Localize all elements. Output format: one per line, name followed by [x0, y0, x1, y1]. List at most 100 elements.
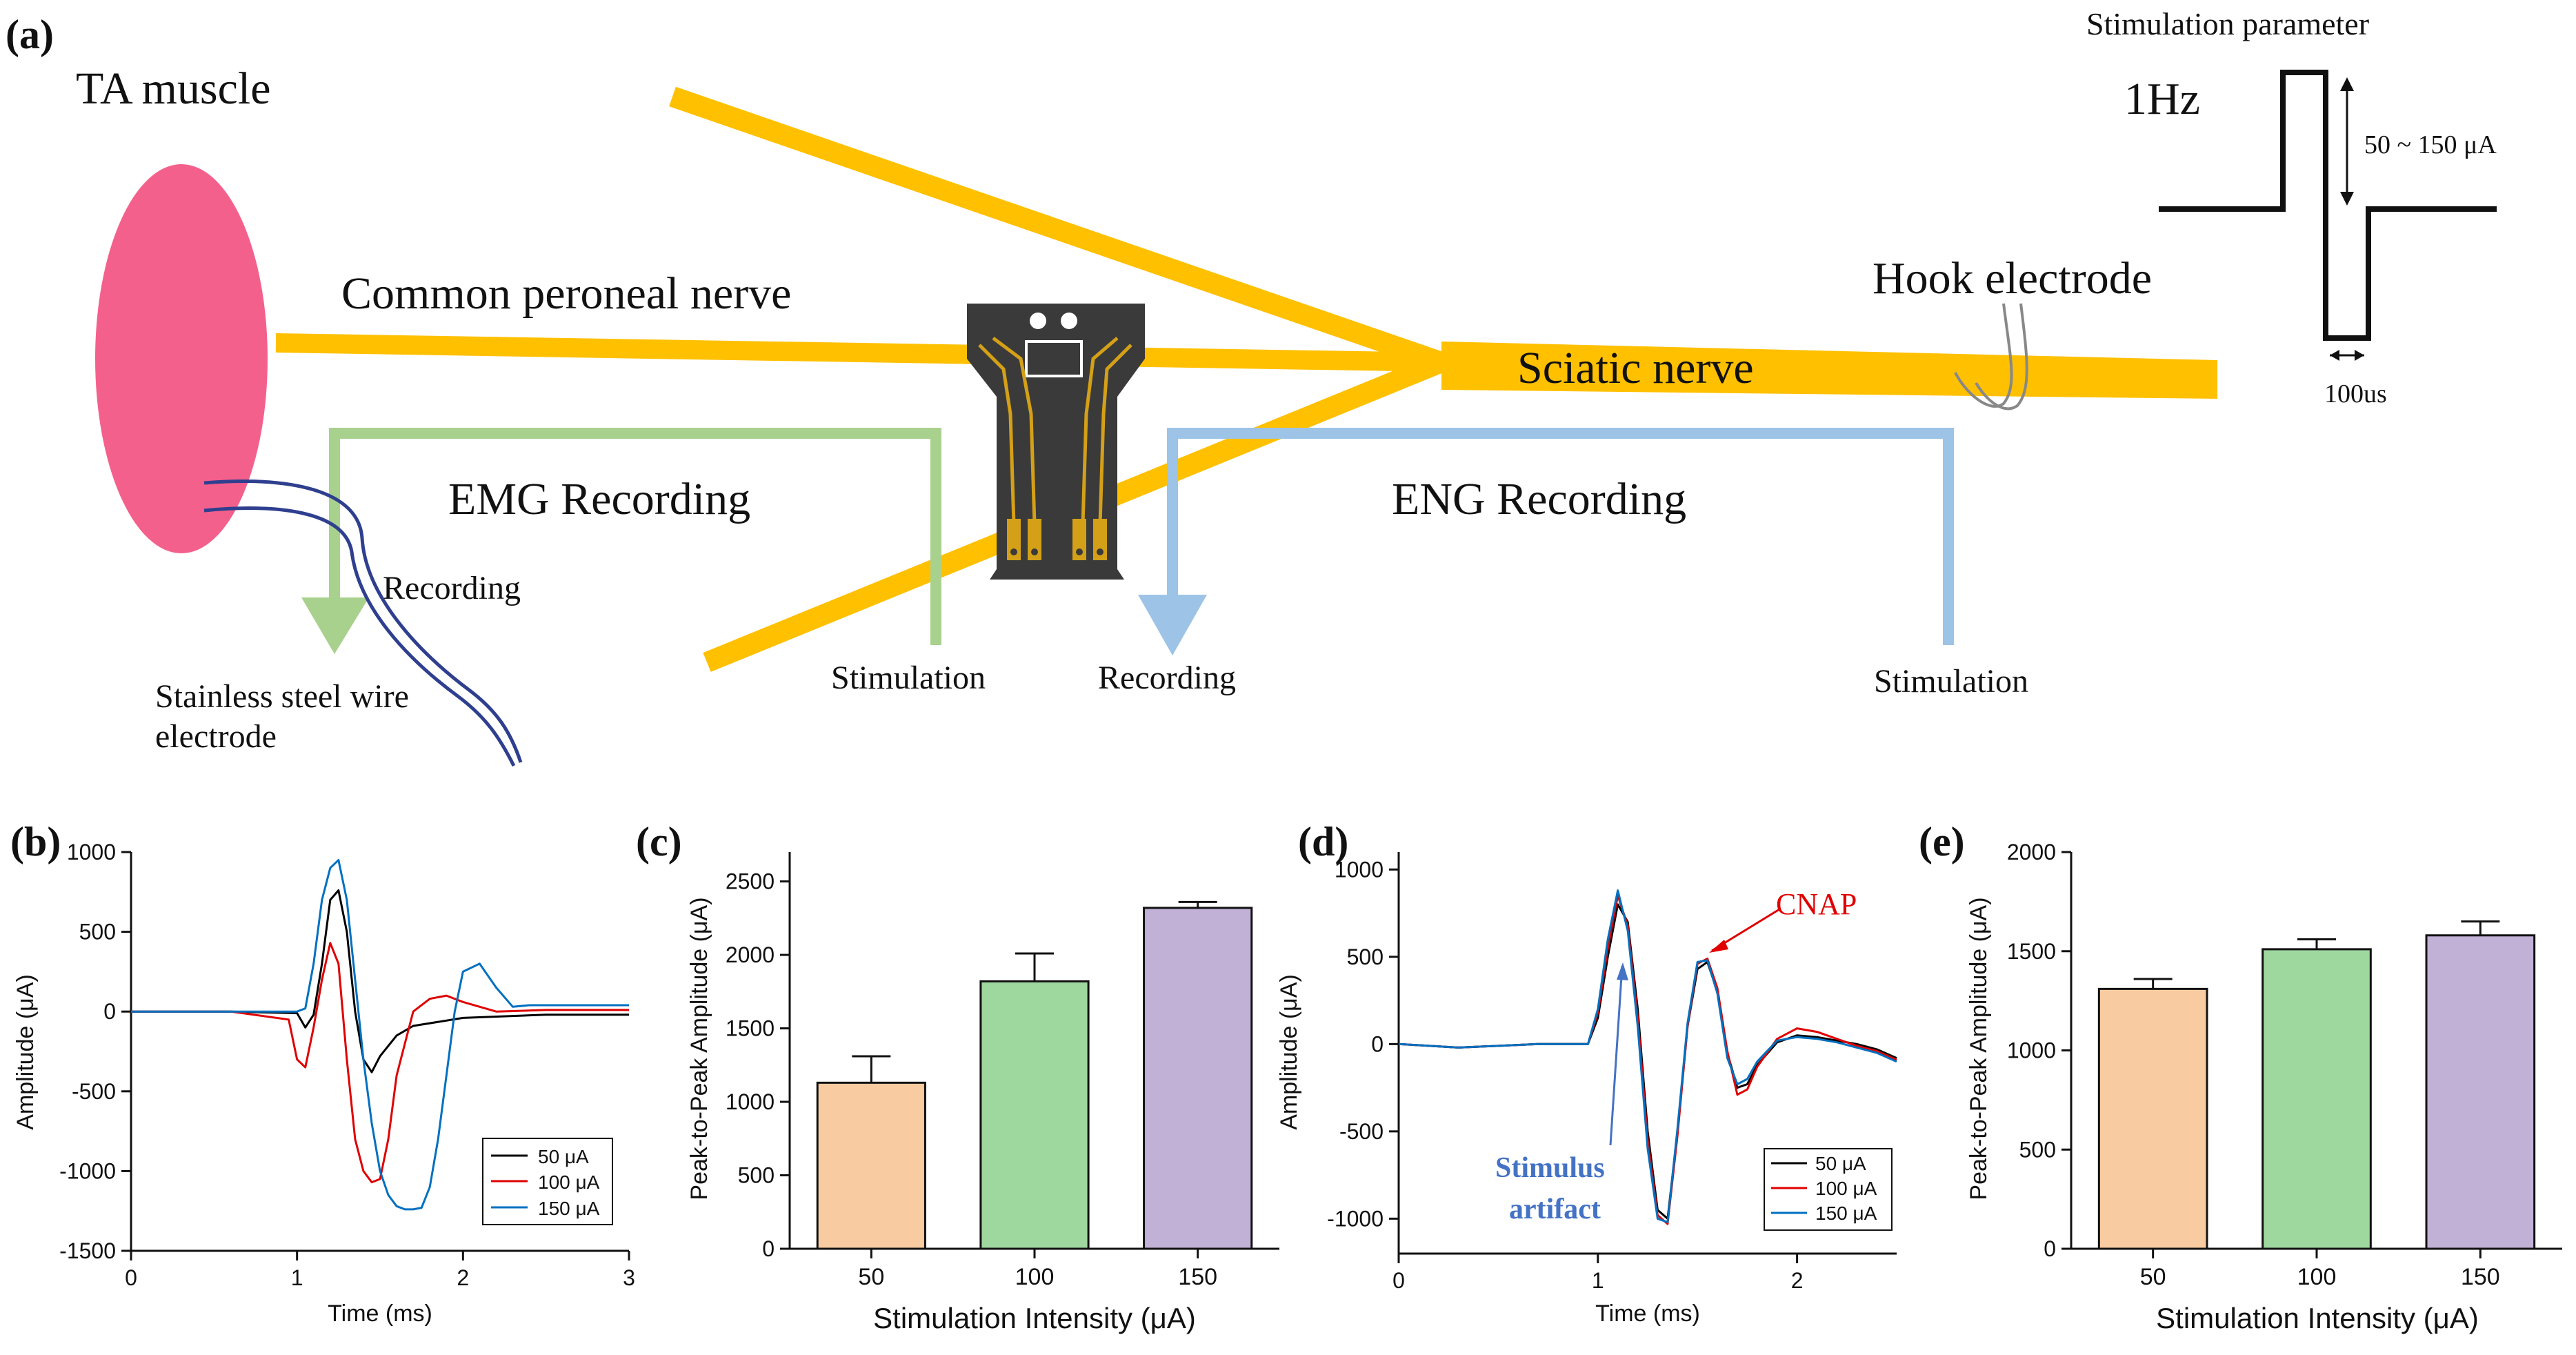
- stim-param-title: Stimulation parameter: [2086, 6, 2369, 41]
- flexible-electrode-device: [967, 304, 1145, 580]
- chart-b-ytick-label: 0: [103, 999, 116, 1024]
- chart-c-bar-100: [979, 980, 1090, 1250]
- eng-recording-path: [1167, 428, 1954, 645]
- chart-d-xtick-label: 2: [1791, 1268, 1804, 1293]
- chart-c-ytick-label: 1500: [726, 1016, 775, 1041]
- panel-label-a: (a): [6, 12, 54, 57]
- chart-b-ytick-label: -1000: [59, 1158, 116, 1183]
- chart-d-legend-2: 100 μA: [1815, 1178, 1877, 1199]
- chart-d-ytick-label: 1000: [1335, 857, 1384, 882]
- chart-c: (c) Stimulation Intensity (μA) Peak-to-P…: [636, 819, 1279, 1334]
- chart-d-series-2: [1398, 889, 1897, 1223]
- stimulus-arrow: [1609, 965, 1624, 1146]
- chart-e-bar-150: [2425, 934, 2536, 1250]
- chart-e-ylabel: Peak-to-Peak Amplitude (μA): [1966, 897, 1992, 1200]
- wire-recording-label: Recording: [383, 570, 521, 606]
- chart-c-ytick-label: 2000: [726, 942, 775, 967]
- chart-b-ytick-label: -500: [72, 1079, 116, 1104]
- chart-c-bar-150: [1143, 907, 1253, 1250]
- chart-c-ytick-label: 2500: [726, 869, 775, 894]
- stim-width-label: 100us: [2324, 379, 2387, 408]
- chart-b-xtick-label: 2: [457, 1265, 469, 1290]
- emg-recording-label: EMG Recording: [448, 474, 750, 524]
- chart-b-legend: 50 μA 100 μA 150 μA: [482, 1138, 613, 1225]
- chart-e-ytick-label: 1000: [2007, 1038, 2056, 1063]
- chart-e-ytick-label: 1500: [2007, 939, 2056, 964]
- emg-arrow-head: [301, 597, 369, 654]
- sciatic-nerve: [1441, 342, 2217, 399]
- chart-d-xtick-label: 0: [1392, 1268, 1405, 1293]
- chart-e-ytick-label: 2000: [2007, 840, 2056, 864]
- stimulation-waveform: Stimulation parameter 1Hz 50 ~ 150 μA 10…: [2086, 6, 2497, 408]
- chart-e: (e) Stimulation Intensity (μA) Peak-to-P…: [1919, 819, 2562, 1334]
- eng-recording-arrow-label: Recording: [1098, 660, 1236, 696]
- eng-stimulation-label: Stimulation: [1874, 663, 2028, 700]
- chart-e-xlabel: Stimulation Intensity (μA): [2156, 1302, 2479, 1334]
- chart-d-xlabel: Time (ms): [1595, 1300, 1700, 1327]
- chart-d-ytick-label: -500: [1339, 1119, 1384, 1144]
- ta-muscle-label: TA muscle: [76, 63, 271, 114]
- steel-wire-label-1: Stainless steel wire: [155, 678, 409, 715]
- chart-b-xtick-label: 1: [291, 1265, 303, 1290]
- chart-e-bar-100: [2262, 948, 2372, 1250]
- emg-stimulation-label: Stimulation: [831, 660, 986, 696]
- chart-c-category-label: 100: [1015, 1264, 1055, 1290]
- chart-b-series-0: [131, 889, 629, 1074]
- chart-c-ylabel: Peak-to-Peak Amplitude (μA): [686, 897, 712, 1200]
- chart-b-xtick-label: 0: [125, 1265, 137, 1290]
- chart-d-legend: 50 μA 100 μA 150 μA: [1764, 1148, 1893, 1231]
- chart-b-legend-3: 150 μA: [538, 1198, 600, 1219]
- upper-nerve-branch: [669, 86, 1445, 373]
- stim-frequency-label: 1Hz: [2124, 74, 2200, 124]
- chart-b-ytick-label: 500: [79, 920, 116, 944]
- chart-b-ytick-label: -1500: [59, 1238, 116, 1263]
- cnap-label: CNAP: [1776, 887, 1857, 921]
- chart-b-ylabel: Amplitude (μA): [12, 974, 39, 1130]
- chart-b-xtick-label: 3: [623, 1265, 635, 1290]
- stim-amplitude-label: 50 ~ 150 μA: [2364, 130, 2497, 159]
- chart-b-legend-2: 100 μA: [538, 1171, 600, 1193]
- panel-label-e: (e): [1919, 819, 1965, 864]
- hook-electrode: [1954, 303, 2013, 408]
- chart-e-ytick-label: 0: [2044, 1236, 2056, 1261]
- chart-d-legend-1: 50 μA: [1815, 1153, 1866, 1174]
- sciatic-nerve-label: Sciatic nerve: [1517, 343, 1754, 393]
- chart-c-category-label: 150: [1178, 1264, 1217, 1290]
- chart-d-ylabel: Amplitude (μA): [1276, 974, 1302, 1130]
- chart-b-legend-1: 50 μA: [538, 1146, 589, 1167]
- stainless-steel-wire: [203, 479, 523, 763]
- chart-b-series-2: [131, 859, 629, 1211]
- panel-a-diagram: (a) TA muscle Common peroneal nerve Scia…: [6, 6, 2497, 767]
- chart-b-xlabel: Time (ms): [328, 1300, 432, 1327]
- artifact-label: artifact: [1509, 1194, 1601, 1225]
- chart-c-ytick-label: 500: [738, 1163, 775, 1188]
- stimulus-label: Stimulus: [1495, 1152, 1605, 1184]
- chart-c-bar-50: [816, 1081, 926, 1250]
- chart-b: (b) Time (ms) Amplitude (μA) 0 1 2 3 -1500 -1…: [10, 819, 635, 1327]
- panel-label-b: (b): [10, 819, 61, 864]
- chart-d-ytick-label: 500: [1347, 944, 1384, 969]
- chart-e-category-label: 100: [2297, 1264, 2337, 1290]
- eng-arrow-head: [1138, 595, 1207, 655]
- common-peroneal-label: Common peroneal nerve: [341, 268, 791, 319]
- eng-recording-label: ENG Recording: [1392, 474, 1686, 524]
- chart-e-category-label: 150: [2461, 1264, 2500, 1290]
- hook-electrode-label: Hook electrode: [1873, 253, 2152, 304]
- chart-d-legend-3: 150 μA: [1815, 1203, 1877, 1224]
- chart-b-series-1: [131, 942, 629, 1184]
- chart-c-ytick-label: 1000: [726, 1089, 775, 1114]
- chart-c-xlabel: Stimulation Intensity (μA): [873, 1302, 1196, 1334]
- emg-recording-path: [329, 428, 941, 645]
- chart-d-ytick-label: 0: [1371, 1031, 1384, 1056]
- chart-e-bar-50: [2097, 987, 2208, 1250]
- ta-muscle: [95, 164, 268, 553]
- chart-c-ytick-label: 0: [762, 1236, 775, 1261]
- chart-d-xtick-label: 1: [1592, 1268, 1604, 1293]
- panel-label-d: (d): [1298, 819, 1348, 864]
- common-peroneal-nerve: [275, 333, 1442, 372]
- chart-c-category-label: 50: [858, 1264, 884, 1290]
- chart-e-category-label: 50: [2140, 1264, 2166, 1290]
- panel-label-c: (c): [636, 819, 682, 864]
